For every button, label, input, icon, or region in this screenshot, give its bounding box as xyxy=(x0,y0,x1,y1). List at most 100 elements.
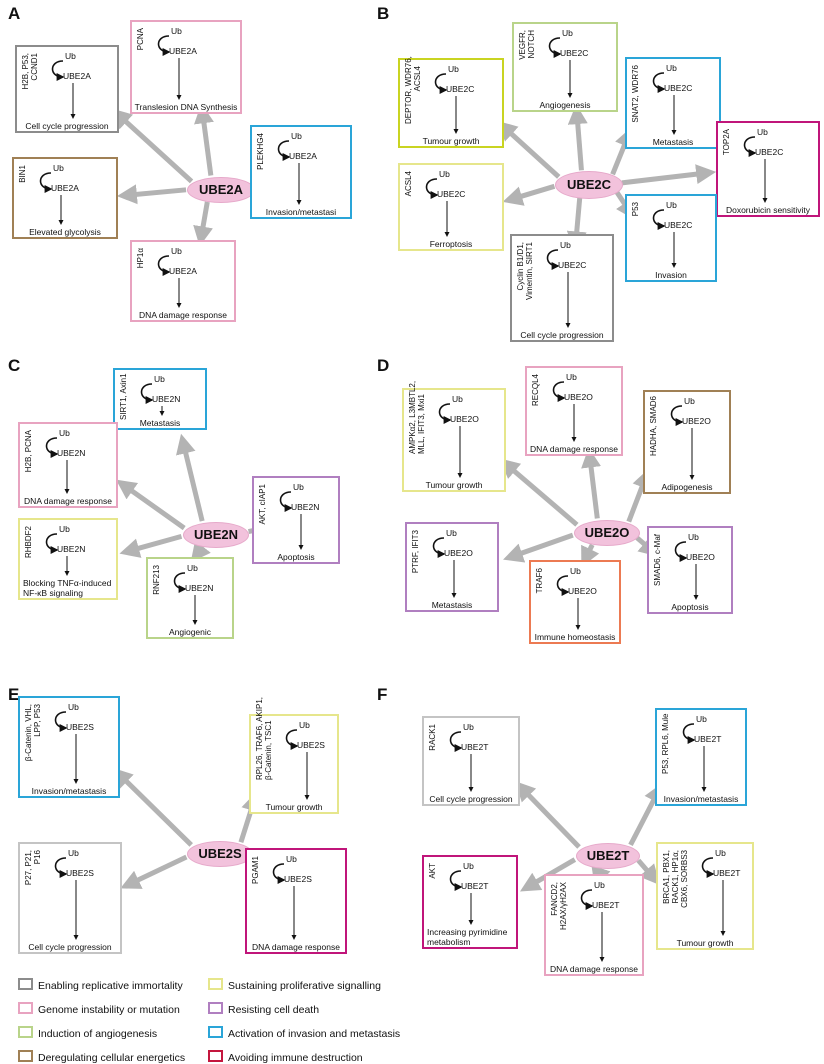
ub-label: Ub xyxy=(688,532,699,542)
ubiquitination-arrow-icon xyxy=(548,37,573,98)
outcome-label: Adipogenesis xyxy=(661,482,713,492)
outcome-label: Cell cycle progression xyxy=(429,794,513,804)
ub-label: Ub xyxy=(171,26,182,36)
panel-label: C xyxy=(8,356,21,375)
ub-label: Ub xyxy=(448,64,459,74)
legend-swatch xyxy=(18,1050,33,1062)
enzyme-label: UBE2N xyxy=(185,583,214,593)
outcome-label: Blocking TNFα-induced xyxy=(23,578,112,588)
enzyme-label: UBE2A xyxy=(169,46,197,56)
panel-label: F xyxy=(377,685,388,704)
hub-arrow xyxy=(621,164,717,186)
ubiquitination-arrow-icon xyxy=(432,537,457,598)
enzyme-label: UBE2A xyxy=(169,266,197,276)
ubiquitination-arrow-icon xyxy=(277,140,302,205)
ubiquitination-arrow-icon xyxy=(743,136,768,203)
ub-label: Ub xyxy=(53,163,64,173)
enzyme-label: UBE2C xyxy=(664,220,693,230)
hub-arrow xyxy=(194,103,214,176)
legend-label: Induction of angiogenesis xyxy=(38,1028,158,1040)
hub-arrow xyxy=(567,104,588,171)
enzyme-label: UBE2S xyxy=(66,722,94,732)
ubiquitination-arrow-icon xyxy=(39,172,64,225)
hub-arrow xyxy=(112,767,193,847)
outcome-label: Elevated glycolysis xyxy=(29,227,101,237)
enzyme-label: UBE2A xyxy=(51,183,79,193)
enzyme-label: UBE2O xyxy=(564,392,593,402)
substrate-line: FANCD2, xyxy=(550,882,559,916)
outcome-label: Tumour growth xyxy=(676,938,734,948)
legend-label: Activation of invasion and metastasis xyxy=(228,1028,401,1040)
panel-label: A xyxy=(8,4,21,23)
ub-label: Ub xyxy=(446,528,457,538)
hub-arrow xyxy=(581,447,601,519)
ub-label: Ub xyxy=(59,428,70,438)
outcome-label: Metastasis xyxy=(139,418,181,428)
substrate-line: H2AX/γH2AX xyxy=(559,882,568,931)
hub-enzyme: UBE2S xyxy=(187,841,253,867)
substrate-line: P53, RPL6, Mule xyxy=(661,713,670,774)
ubiquitination-arrow-icon xyxy=(580,889,605,962)
legend-item: Activation of invasion and metastasis xyxy=(208,1026,400,1040)
hub-enzyme: UBE2O xyxy=(574,520,640,546)
outcome-label: Tumour growth xyxy=(425,480,483,490)
enzyme-label: UBE2C xyxy=(560,48,589,58)
substrate-line: RACK1, HP1α, xyxy=(671,850,680,904)
hub-arrow xyxy=(502,183,556,206)
outcome-label: Invasion/metastasis xyxy=(31,786,107,796)
outcome-label: Apoptosis xyxy=(277,552,315,562)
ubiquitination-arrow-icon xyxy=(449,731,474,792)
substrate-label: BRCA1, PBX1,RACK1, HP1α,CBX6, SORBS3 xyxy=(662,850,689,908)
enzyme-label: UBE2T xyxy=(694,734,722,744)
outcome-label: Immune homeostasis xyxy=(534,632,616,642)
ub-label: Ub xyxy=(715,848,726,858)
ubiquitination-arrow-icon xyxy=(425,178,450,237)
ubiquitination-arrow-icon xyxy=(272,863,297,940)
substrate-line: AKT xyxy=(428,863,437,879)
outcome-label: Cell cycle progression xyxy=(520,330,604,340)
enzyme-label: UBE2C xyxy=(558,260,587,270)
outcome-label: Cell cycle progression xyxy=(28,942,112,952)
ubiquitination-arrow-icon xyxy=(434,73,459,134)
outcome-label: Invasion/metastasis xyxy=(663,794,739,804)
ub-label: Ub xyxy=(560,240,571,250)
outcome-label: Metastasis xyxy=(652,137,694,147)
ub-label: Ub xyxy=(570,566,581,576)
enzyme-label: UBE2S xyxy=(297,740,325,750)
ub-label: Ub xyxy=(684,396,695,406)
ubiquitination-arrow-icon xyxy=(285,729,310,800)
legend-item: Enabling replicative immortality xyxy=(18,978,183,992)
enzyme-label: UBE2A xyxy=(63,71,91,81)
ub-label: Ub xyxy=(666,63,677,73)
legend-swatch xyxy=(208,1002,223,1014)
panel-label: E xyxy=(8,685,20,704)
hub-arrow xyxy=(115,479,186,531)
ub-label: Ub xyxy=(291,131,302,141)
enzyme-label: UBE2C xyxy=(755,147,784,157)
enzyme-label: UBE2O xyxy=(450,414,479,424)
enzyme-label: UBE2C xyxy=(446,84,475,94)
legend-item: Genome instability or mutation xyxy=(18,1002,180,1016)
ub-label: Ub xyxy=(286,854,297,864)
ub-label: Ub xyxy=(299,720,310,730)
ubiquitination-arrow-icon xyxy=(556,575,581,630)
legend-item: Deregulating cellular energetics xyxy=(18,1050,185,1064)
ubiquitination-arrow-icon xyxy=(552,381,577,442)
hub-arrow xyxy=(503,532,574,563)
legend-item: Avoiding immune destruction xyxy=(208,1050,363,1064)
hub-arrow xyxy=(520,857,577,892)
enzyme-label: UBE2S xyxy=(284,874,312,884)
legend-label: Avoiding immune destruction xyxy=(228,1052,363,1064)
hub-enzyme: UBE2T xyxy=(576,843,640,869)
ub-label: Ub xyxy=(154,374,165,384)
